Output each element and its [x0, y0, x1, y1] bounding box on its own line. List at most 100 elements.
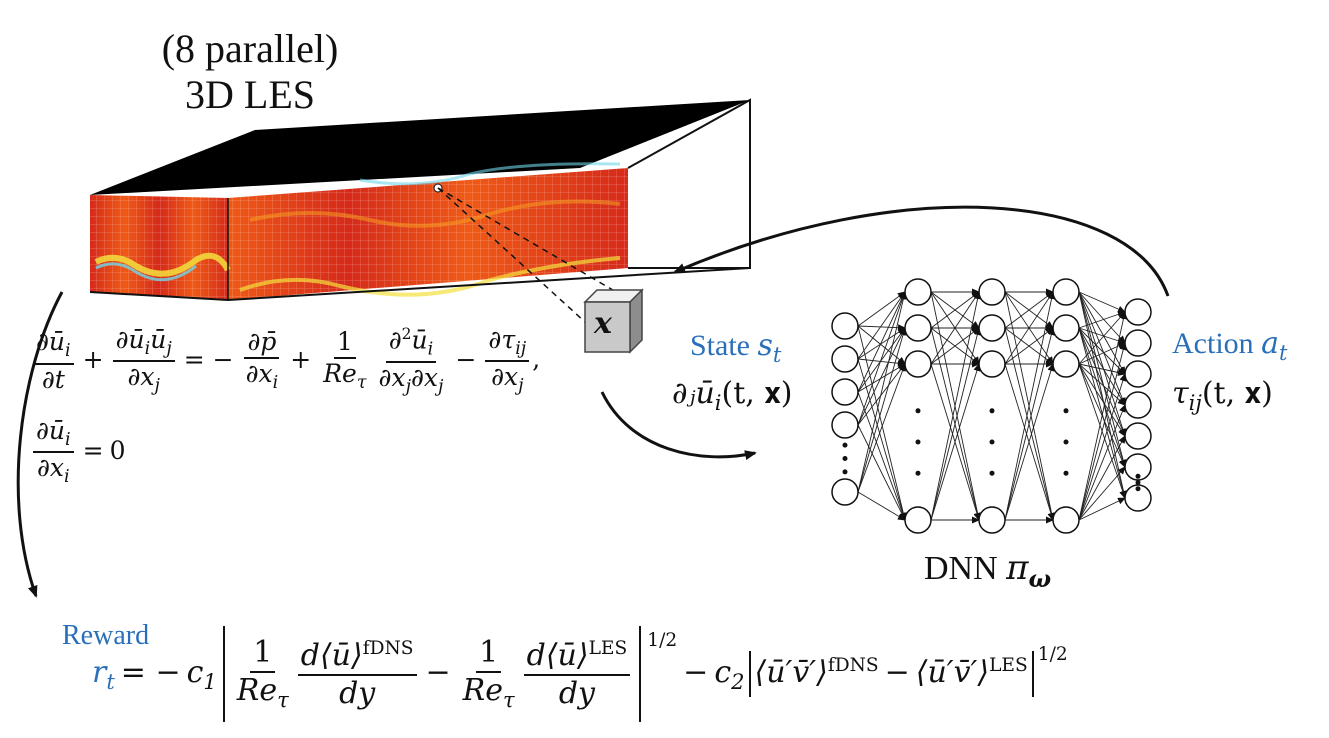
dnn-neuron	[904, 314, 932, 342]
dnn-neuron	[1124, 329, 1152, 357]
dnn-neuron	[1124, 422, 1152, 450]
dnn-edge	[857, 325, 907, 521]
dnn-ellipsis-dot	[1063, 439, 1069, 445]
dnn-edge	[1078, 404, 1126, 521]
action-symbol: a	[1261, 326, 1280, 361]
state-symbol: s	[757, 328, 773, 363]
dnn-edge	[1078, 327, 1127, 499]
action-expression: τij(t, 𝐱)	[1172, 376, 1273, 415]
reward-label: Reward	[62, 620, 150, 651]
dnn-edge	[857, 363, 906, 426]
dnn-neuron	[1052, 314, 1080, 342]
dnn-edge	[857, 363, 906, 493]
dnn-ellipsis-dot	[989, 470, 995, 476]
les-title-line1: (8 parallel)	[161, 26, 339, 71]
dnn-label: DNN πω	[924, 548, 1051, 593]
dnn-edge	[857, 291, 906, 426]
dnn-edge	[1078, 311, 1127, 521]
dnn-ellipsis-dot	[915, 470, 921, 476]
dnn-ellipsis-dot	[842, 442, 848, 448]
dnn-edge	[930, 327, 980, 365]
action-expr: τ	[1172, 376, 1189, 411]
channel-top-face	[90, 100, 750, 195]
reward-power-1: 1/2	[647, 630, 678, 651]
dnn-ellipsis-dot	[1063, 470, 1069, 476]
reward-fdns-1: fDNS	[362, 638, 414, 659]
dnn-edge	[930, 291, 980, 329]
dnn-neuron	[904, 350, 932, 378]
dnn-edge	[1078, 327, 1126, 375]
field-streak-5	[359, 162, 621, 186]
dnn-edge	[1078, 291, 1127, 468]
dnn-edge	[857, 363, 906, 393]
dnn-edge	[1078, 363, 1126, 437]
state-label: State st	[690, 328, 781, 367]
dnn-edge	[1078, 373, 1127, 521]
action-label: Action at	[1172, 326, 1288, 365]
dnn-edge	[1078, 291, 1126, 313]
dnn-edge	[1004, 327, 1054, 365]
field-streak-3	[249, 199, 621, 228]
dnn-edge	[930, 291, 981, 521]
dnn-ellipsis-dot	[1135, 473, 1141, 479]
dnn-ellipsis-dot	[989, 408, 995, 414]
dnn-edge	[1078, 291, 1126, 344]
dnn-edge	[1078, 311, 1126, 365]
dnn-edge	[857, 327, 906, 393]
dnn-neuron	[831, 411, 859, 439]
dnn-neuron	[831, 478, 859, 506]
dnn-edge	[1078, 291, 1127, 437]
dnn-edge	[1004, 291, 1054, 329]
dnn-nodes	[831, 278, 1152, 534]
dnn-neuron	[978, 350, 1006, 378]
state-expr: ∂ⱼū	[672, 376, 715, 411]
reward-les-2: LES	[989, 655, 1028, 676]
dnn-neuron	[904, 506, 932, 534]
dnn-neuron	[831, 312, 859, 340]
dnn-edge	[1078, 327, 1127, 468]
state-expression: ∂ⱼūi(t, 𝐱)	[672, 376, 793, 415]
dnn-neuron	[1124, 391, 1152, 419]
action-args: (t, 𝐱)	[1201, 376, 1273, 411]
dnn-edge	[930, 327, 981, 521]
arrow-cube-to-state	[600, 391, 757, 461]
dnn-ellipsis-dot	[1063, 408, 1069, 414]
dnn-edge	[1078, 310, 1126, 329]
dnn-edge	[857, 291, 906, 393]
dnn-symbol: π	[1006, 548, 1029, 588]
arrow-action-to-les	[673, 205, 1170, 297]
dnn-ellipsis-dot	[915, 439, 921, 445]
reward-les-1: LES	[588, 638, 628, 659]
dnn-edge	[1004, 327, 1055, 521]
dnn-neuron	[1052, 278, 1080, 306]
field-streak-4	[239, 256, 621, 297]
state-text: State	[690, 329, 750, 362]
action-text: Action	[1172, 327, 1254, 360]
point-cube	[583, 288, 644, 354]
projection-line-2	[437, 187, 631, 301]
dnn-ellipsis-dot	[842, 456, 848, 461]
dnn-edge	[1078, 466, 1126, 521]
dnn-ellipsis-dot	[842, 469, 848, 475]
dnn-ellipsis-dot	[1135, 486, 1141, 492]
dnn-edge	[1078, 327, 1126, 345]
dnn-edge	[857, 491, 906, 521]
projection-line-1	[437, 187, 586, 323]
reward-power-2: 1/2	[1037, 644, 1068, 665]
dnn-edge	[857, 358, 907, 521]
dnn-edge	[1004, 363, 1055, 521]
les-channel-box	[89, 98, 751, 302]
action-expr-sub: ij	[1188, 391, 1202, 415]
dnn-neuron	[831, 345, 859, 373]
dnn-ellipsis-dot	[915, 408, 921, 414]
dnn-edge	[1078, 327, 1126, 437]
dnn-neuron	[1124, 298, 1152, 326]
dnn-neuron	[904, 278, 932, 306]
state-args: (t, 𝐱)	[721, 376, 793, 411]
dnn-edge	[1078, 497, 1126, 521]
action-subscript: t	[1279, 341, 1288, 365]
